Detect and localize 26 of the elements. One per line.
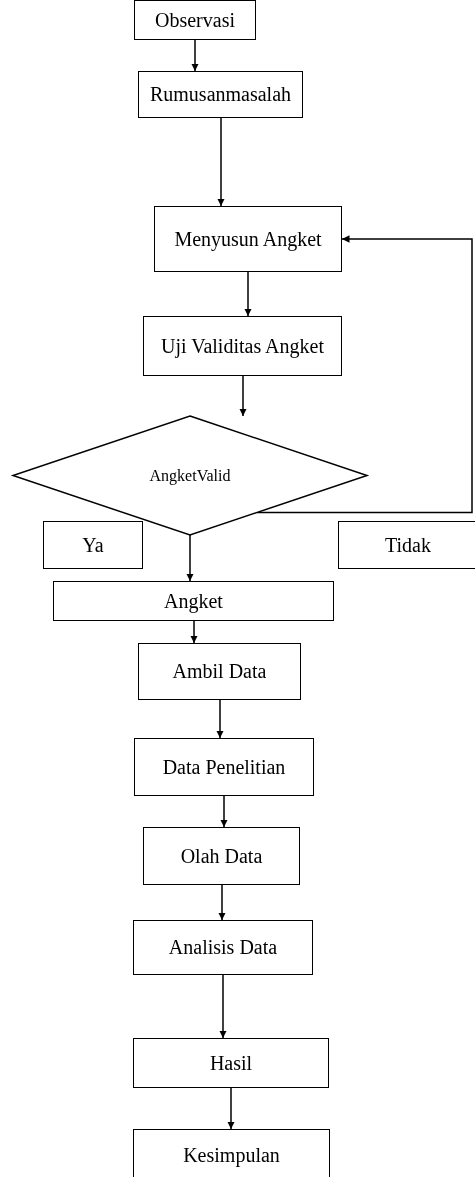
process-box: Olah Data xyxy=(143,827,300,885)
arrow xyxy=(186,534,194,582)
process-box: Tidak xyxy=(338,521,475,569)
arrow xyxy=(219,974,227,1039)
process-box: Uji Validitas Angket xyxy=(143,316,342,376)
process-box: Data Penelitian xyxy=(134,738,314,796)
process-box: Kesimpulan xyxy=(133,1129,330,1177)
arrow xyxy=(217,117,225,207)
arrow xyxy=(256,235,473,514)
arrow xyxy=(191,39,199,72)
arrow xyxy=(220,795,228,828)
arrow xyxy=(190,620,198,644)
process-box: Observasi xyxy=(134,0,256,40)
process-box: Menyusun Angket xyxy=(154,206,342,272)
process-box: Ya xyxy=(43,521,143,569)
process-box: Hasil xyxy=(133,1038,329,1088)
decision-diamond: AngketValid xyxy=(13,416,367,535)
arrow xyxy=(216,699,224,739)
arrow xyxy=(244,271,252,317)
arrow xyxy=(218,884,226,921)
process-box: Analisis Data xyxy=(133,920,313,975)
arrow xyxy=(239,375,247,417)
arrow xyxy=(227,1087,235,1130)
process-box: Ambil Data xyxy=(138,643,301,700)
process-box: Rumusanmasalah xyxy=(138,71,303,118)
process-box: Angket xyxy=(53,581,334,621)
